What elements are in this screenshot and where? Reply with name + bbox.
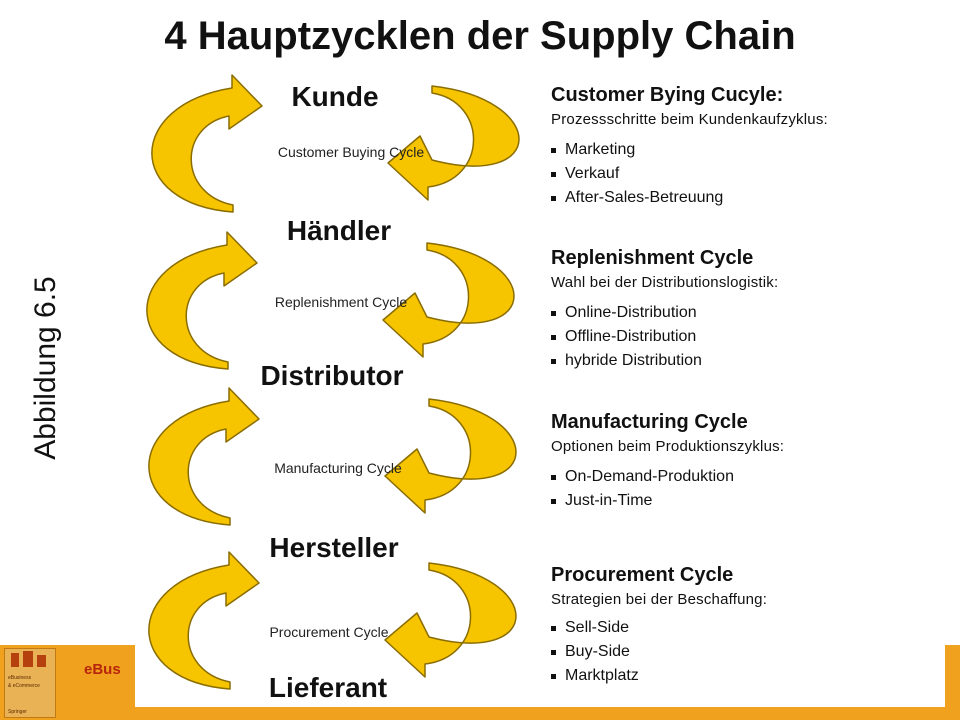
list-item: Verkauf (551, 162, 951, 186)
bullet-icon (551, 474, 556, 480)
block-subtitle: Wahl bei der Distributionslogistik: (551, 274, 779, 291)
list-item: Sell-Side (551, 616, 951, 640)
node-lieferant: Lieferant (268, 672, 388, 703)
block-heading: Manufacturing Cycle (551, 411, 748, 433)
info-block-replenishment: Replenishment Cycle Wahl bei der Distrib… (551, 245, 951, 373)
node-haendler: Händler (286, 215, 392, 246)
block-list: Online-Distribution Offline-Distribution… (551, 301, 951, 373)
block-subtitle: Optionen beim Produktionszyklus: (551, 438, 785, 455)
bullet-icon (551, 195, 556, 201)
node-distributor: Distributor (260, 360, 404, 391)
bullet-icon (551, 334, 556, 340)
list-item: Just-in-Time (551, 489, 951, 513)
list-item: Buy-Side (551, 640, 951, 664)
list-item: Marketing (551, 138, 951, 162)
block-heading: Customer Bying Cucyle: (551, 84, 784, 106)
bullet-icon (551, 498, 556, 504)
block-heading: Procurement Cycle (551, 564, 734, 586)
list-item: hybride Distribution (551, 349, 951, 373)
cycle-3-left-arrow-icon (148, 387, 260, 526)
list-item: Marktplatz (551, 664, 951, 688)
node-kunde: Kunde (291, 81, 379, 112)
bullet-icon (551, 358, 556, 364)
list-item: On-Demand-Produktion (551, 465, 951, 489)
block-subtitle: Prozessschritte beim Kundenkaufzyklus: (551, 111, 828, 128)
bullet-icon (551, 147, 556, 153)
cycle-3-right-arrow-icon (384, 398, 517, 514)
footer-text: eBus (84, 661, 121, 678)
content-panel (135, 75, 945, 707)
bullet-icon (551, 171, 556, 177)
block-list: Marketing Verkauf After-Sales-Betreuung (551, 138, 951, 210)
cycle-4-left-arrow-icon (148, 551, 260, 690)
bullet-icon (551, 310, 556, 316)
block-subtitle: Strategien bei der Beschaffung: (551, 591, 768, 608)
block-list: Sell-Side Buy-Side Marktplatz (551, 616, 951, 688)
cycle-label-replenishment: Replenishment Cycle (274, 294, 408, 310)
info-block-customer-buying: Customer Bying Cucyle: Prozessschritte b… (551, 82, 951, 210)
list-item: After-Sales-Betreuung (551, 186, 951, 210)
bullet-icon (551, 649, 556, 655)
node-hersteller: Hersteller (269, 532, 399, 563)
info-block-manufacturing: Manufacturing Cycle Optionen beim Produk… (551, 409, 951, 513)
block-heading: Replenishment Cycle (551, 247, 754, 269)
bullet-icon (551, 673, 556, 679)
footer-logo: eBusiness & eCommerce Springer (4, 648, 56, 718)
cycle-label-manufacturing: Manufacturing Cycle (274, 460, 402, 476)
list-item: Offline-Distribution (551, 325, 951, 349)
cycle-4-right-arrow-icon (384, 562, 517, 678)
cycle-label-customer-buying: Customer Buying Cycle (277, 144, 425, 160)
bullet-icon (551, 625, 556, 631)
block-list: On-Demand-Produktion Just-in-Time (551, 465, 951, 513)
page-title: 4 Hauptzycklen der Supply Chain (164, 14, 796, 58)
cycle-label-procurement: Procurement Cycle (269, 624, 389, 640)
list-item: Online-Distribution (551, 301, 951, 325)
info-block-procurement: Procurement Cycle Strategien bei der Bes… (551, 562, 951, 688)
